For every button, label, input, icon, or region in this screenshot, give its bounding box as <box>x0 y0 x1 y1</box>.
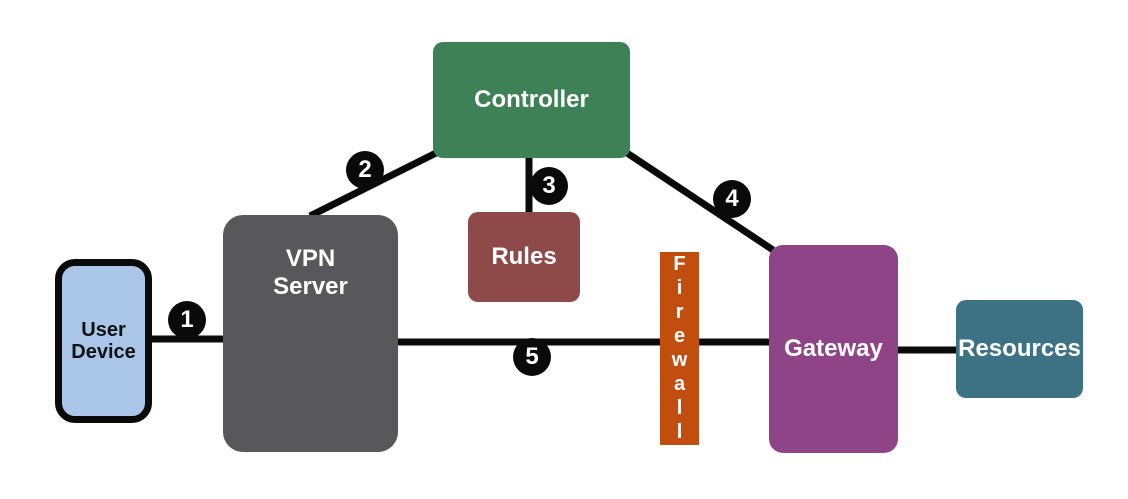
edge-controller-gateway <box>625 150 775 253</box>
node-gateway: Gateway <box>769 245 898 453</box>
node-gateway-label: Gateway <box>784 335 883 363</box>
node-firewall-label: Firewall <box>668 252 691 445</box>
step-badge-3: 3 <box>530 167 568 205</box>
node-resources-label: Resources <box>958 335 1081 363</box>
node-controller-label: Controller <box>474 86 589 114</box>
node-user-device: User Device <box>55 259 152 423</box>
step-badge-5: 5 <box>513 338 551 376</box>
node-vpn-server: VPN Server <box>223 215 398 452</box>
node-firewall: Firewall <box>660 252 699 445</box>
node-rules: Rules <box>468 212 580 302</box>
node-rules-label: Rules <box>491 243 557 271</box>
node-controller: Controller <box>433 42 630 158</box>
step-badge-2: 2 <box>346 151 384 189</box>
step-badge-1: 1 <box>168 301 206 339</box>
step-badge-4: 4 <box>713 180 751 218</box>
node-vpn-server-label: VPN Server <box>273 245 348 300</box>
node-user-device-label: User Device <box>71 319 136 363</box>
node-resources: Resources <box>956 300 1083 398</box>
